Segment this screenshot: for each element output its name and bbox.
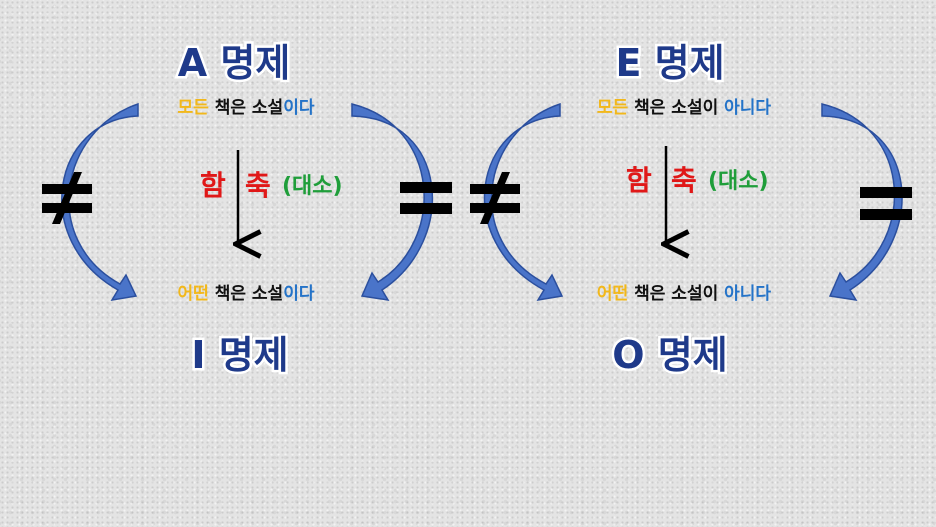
sentence-predicate: 이다	[283, 98, 315, 118]
right-panel: E 명제 O 명제 모든 책은 소설이 아니다 어떤 책은 소설이 아니다 함 …	[470, 39, 912, 380]
curved-arrow-icon	[821, 103, 903, 301]
curved-arrow-icon	[483, 102, 564, 302]
curved-arrow-icon	[61, 102, 139, 302]
implication-char-2: 축	[245, 169, 271, 202]
implication-subaltern-label: (대소)	[708, 169, 769, 194]
i-proposition-sentence: 어떤 책은 소설이다	[178, 284, 315, 304]
i-proposition-title: I 명제	[191, 333, 288, 377]
o-proposition-sentence: 어떤 책은 소설이 아니다	[597, 284, 772, 304]
e-proposition-sentence: 모든 책은 소설이 아니다	[597, 98, 772, 118]
implication-char-2: 축	[671, 164, 697, 197]
left-panel: A 명제 I 명제 모든 책은 소설이다 어떤 책은 소설이다 함 축 (대소)	[42, 39, 452, 380]
sentence-predicate: 아니다	[724, 284, 771, 304]
sentence-predicate: 아니다	[724, 98, 771, 118]
a-proposition-sentence: 모든 책은 소설이다	[178, 98, 315, 118]
sentence-subject: 책은 소설	[215, 98, 283, 118]
quantifier-all: 모든	[178, 98, 210, 118]
implication-subaltern-label: (대소)	[282, 174, 343, 199]
sentence-subject: 책은 소설이	[634, 98, 718, 118]
implication-char-1: 함	[626, 164, 652, 197]
a-proposition-title: A 명제	[178, 41, 291, 85]
curved-arrow-icon	[351, 103, 434, 301]
not-equal-icon	[470, 172, 520, 224]
sentence-subject: 책은 소설이	[634, 284, 718, 304]
sentence-subject: 책은 소설	[215, 284, 283, 304]
equal-icon	[400, 182, 452, 214]
o-proposition-title: O 명제	[612, 333, 727, 377]
equal-icon	[860, 187, 912, 220]
quantifier-some: 어떤	[178, 284, 209, 304]
quantifier-some: 어떤	[597, 284, 628, 304]
not-equal-icon	[42, 172, 92, 224]
e-proposition-title: E 명제	[615, 41, 724, 85]
implication-char-1: 함	[200, 169, 226, 202]
sentence-predicate: 이다	[283, 284, 315, 304]
quantifier-all: 모든	[597, 98, 629, 118]
